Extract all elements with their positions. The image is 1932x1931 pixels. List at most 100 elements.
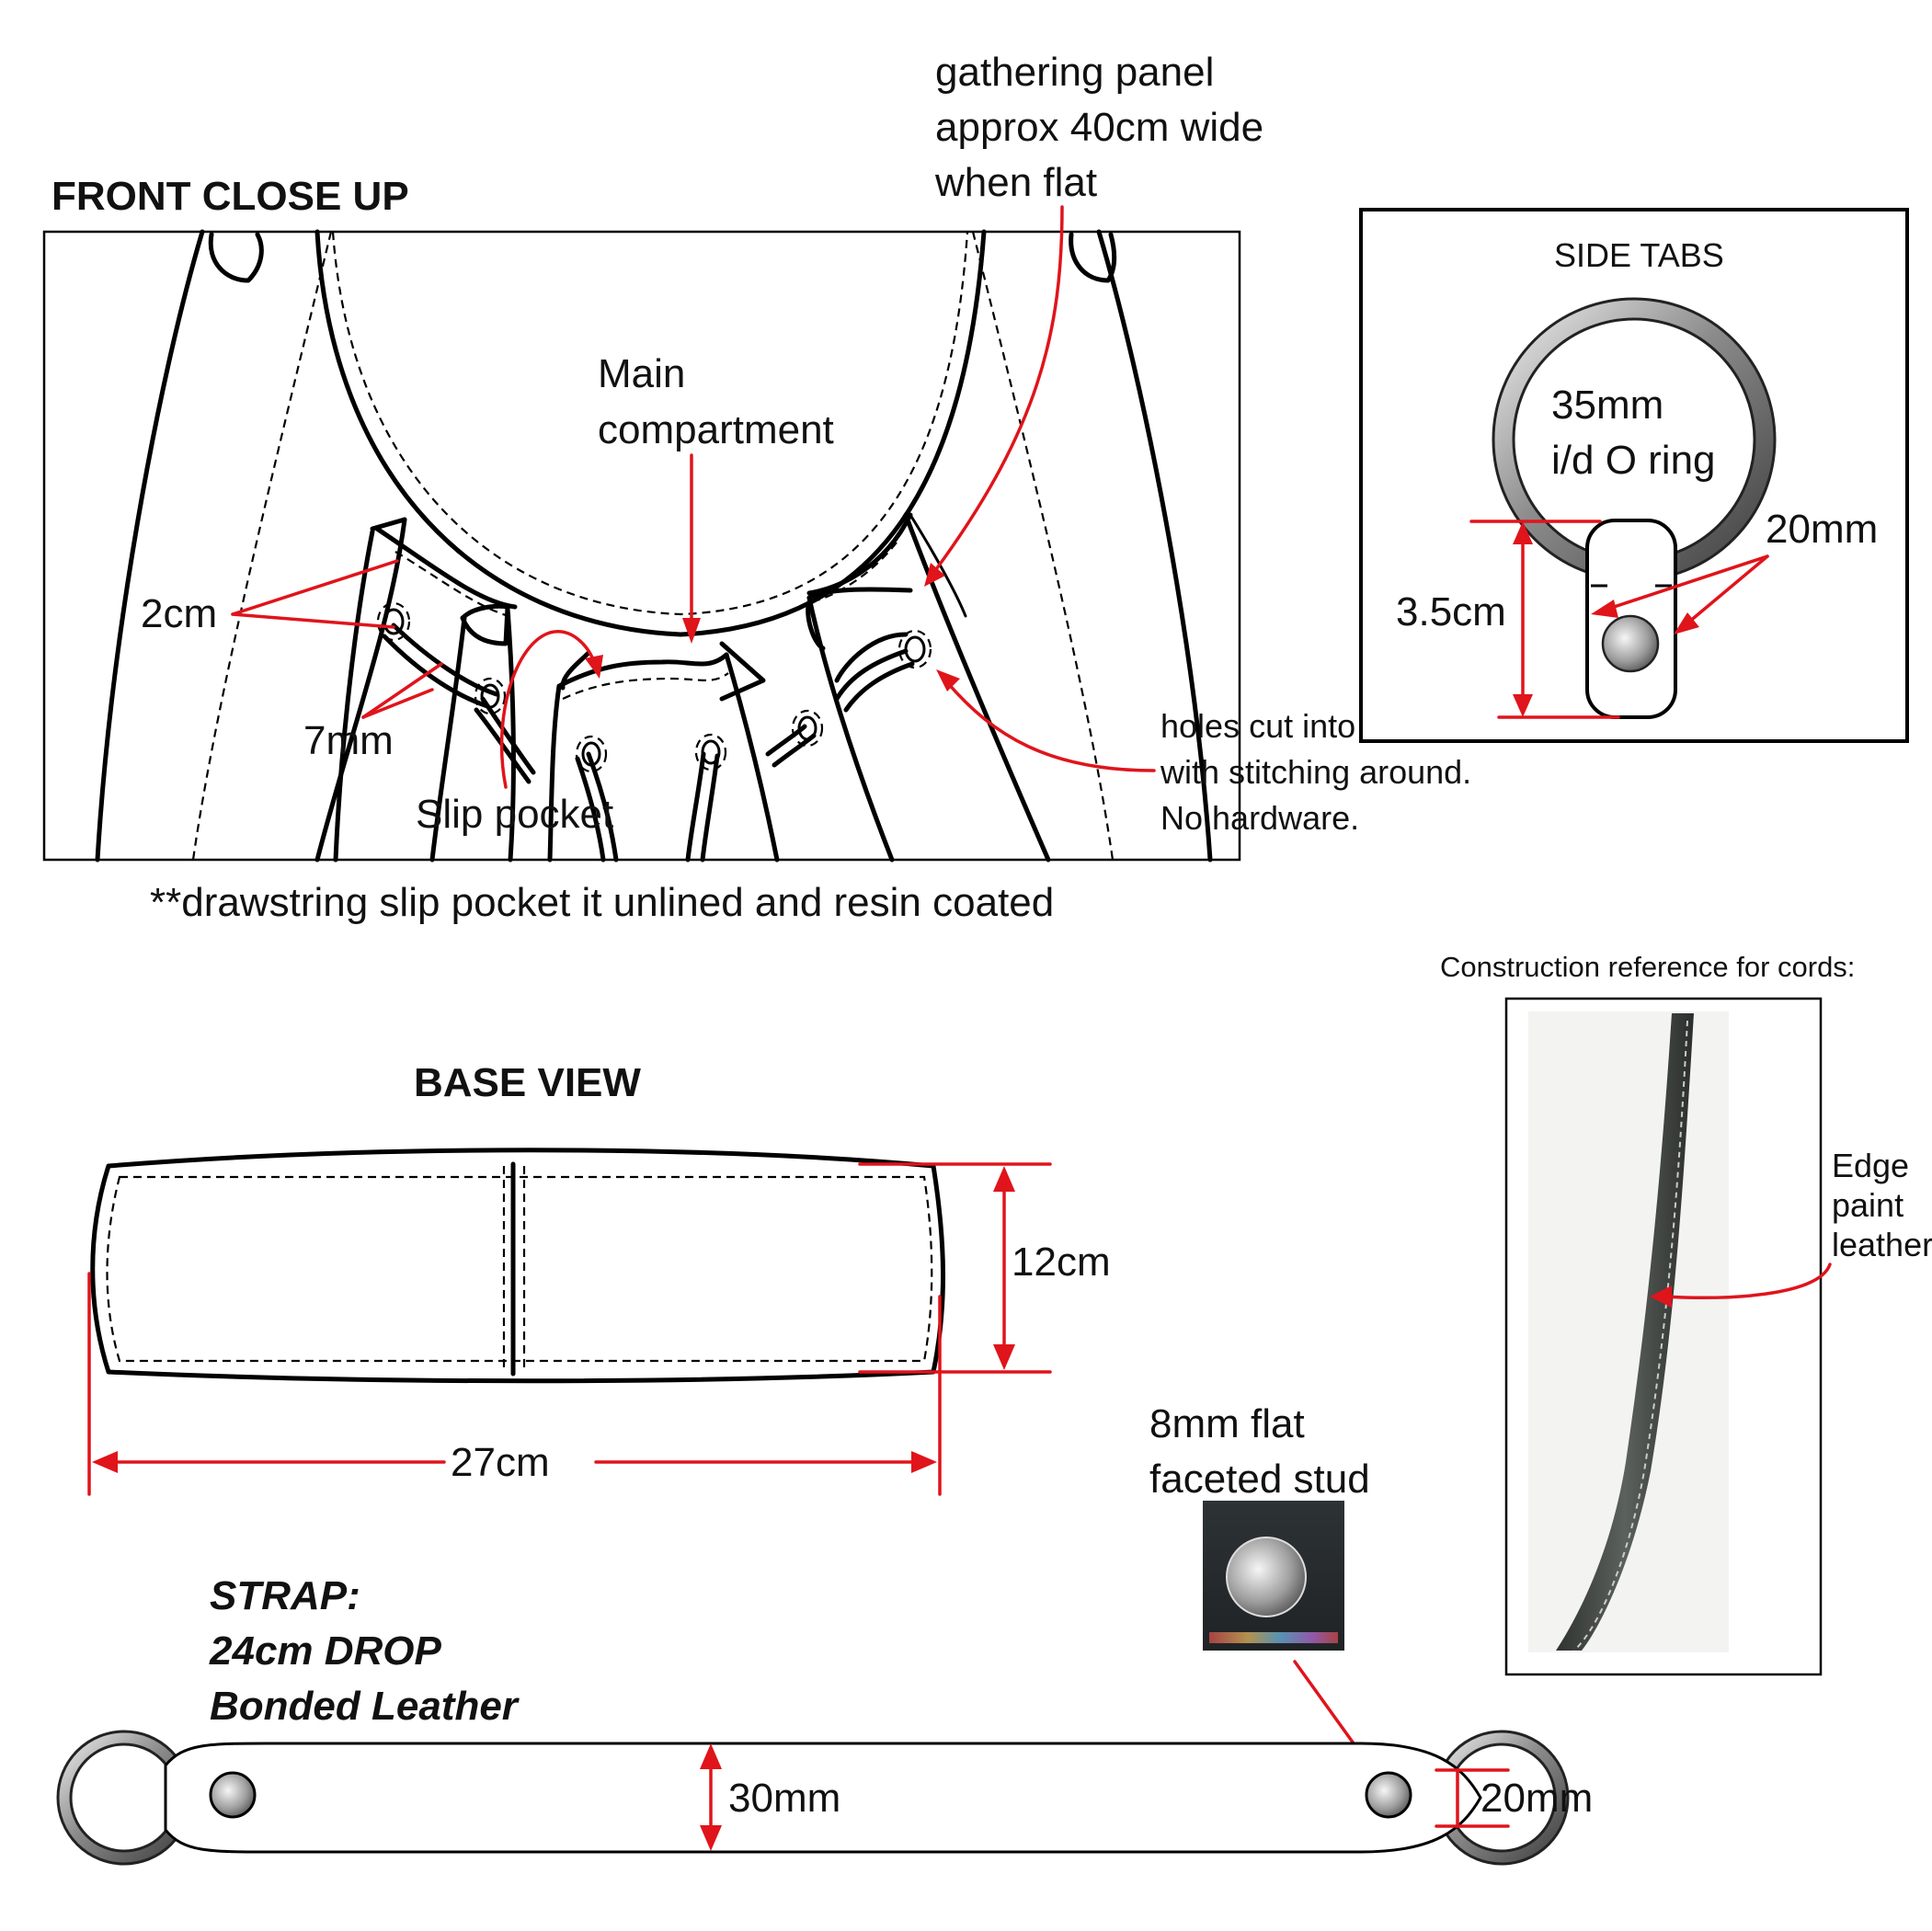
base-view-section: BASE VIEW 12cm 27cm xyxy=(87,1060,1111,1496)
gathering-panel-label-1: gathering panel xyxy=(935,50,1214,95)
front-frame xyxy=(42,230,1241,862)
cord-right-a xyxy=(765,724,807,757)
main-compartment-outline xyxy=(314,229,987,637)
arrow-slip-pocket xyxy=(499,630,598,789)
cord-left-bottom xyxy=(382,634,490,709)
side-tabs-heading: SIDE TABS xyxy=(1554,236,1724,274)
dim-12cm-arrow-up xyxy=(993,1166,1015,1192)
slip-pocket-top-stitch xyxy=(562,672,729,700)
slip-pocket-left-fold xyxy=(560,650,591,691)
main-compartment-label-1: Main xyxy=(598,351,685,396)
panel-right-curl xyxy=(806,600,826,651)
edge-paint-label-1: Edge xyxy=(1832,1147,1909,1184)
collar-right-top xyxy=(806,512,913,596)
strap-ring-left-inner xyxy=(69,1742,179,1853)
slip-pocket-right xyxy=(724,652,780,863)
eyelet-mid-1-stitch xyxy=(575,735,608,773)
arrow-holes xyxy=(945,680,1156,772)
holes-note-2: with stitching around. xyxy=(1160,753,1471,791)
arrowhead-slip-pocket xyxy=(585,655,603,679)
eyelet-right-2-stitch xyxy=(897,629,932,669)
arrow-20mm-mark xyxy=(1598,554,1769,613)
eyelet-right-1 xyxy=(797,715,817,741)
stud-photo-disc xyxy=(1226,1537,1307,1617)
dim-30mm-arrow-down xyxy=(700,1825,722,1851)
cord-mid-b xyxy=(575,756,606,863)
arrow-gathering-panel xyxy=(927,205,1064,581)
panel-right-pleat xyxy=(909,513,967,618)
slip-left-side xyxy=(429,615,467,863)
holes-note-3: No hardware. xyxy=(1160,799,1359,837)
arrow-7mm-lower xyxy=(361,688,434,719)
panel-right-curve xyxy=(834,632,909,683)
front-close-up-section: FRONT CLOSE UP xyxy=(42,50,1473,925)
tab-label-20mm: 20mm xyxy=(1766,507,1878,552)
eyelet-left-2 xyxy=(480,683,500,709)
ring-label-1: 35mm xyxy=(1551,383,1663,428)
gathering-panel-label-2: approx 40cm wide xyxy=(935,105,1263,150)
stud-label-2: faceted stud xyxy=(1149,1457,1370,1502)
eyelet-right-1-stitch xyxy=(791,709,824,748)
dim-27cm-arrow-right xyxy=(911,1451,937,1473)
strap-left-stitch xyxy=(191,231,333,861)
cord-photo-stitch xyxy=(1573,1020,1688,1651)
stud-label-1: 8mm flat xyxy=(1149,1401,1305,1446)
edge-paint-label-3: leather xyxy=(1832,1226,1932,1263)
strap-stud-right xyxy=(1365,1771,1412,1819)
arrow-edge-paint xyxy=(1661,1263,1832,1299)
ring-label-2: i/d O ring xyxy=(1551,438,1716,483)
arrowhead-20mm-mark xyxy=(1591,600,1618,618)
slip-pocket-right-fold xyxy=(719,641,766,702)
dim-27cm-arrow-left xyxy=(92,1451,118,1473)
label-12cm: 12cm xyxy=(1012,1240,1111,1285)
collar-left-top xyxy=(374,526,518,610)
slip-pocket-left xyxy=(547,683,562,863)
strap-heading-3: Bonded Leather xyxy=(210,1684,520,1729)
eyelet-left-1-stitch xyxy=(376,601,411,642)
base-outline xyxy=(90,1148,945,1384)
base-stitch xyxy=(106,1175,933,1363)
arrowhead-gathering-panel xyxy=(924,563,945,587)
strap-body xyxy=(164,1742,1482,1854)
cord-right2-a xyxy=(834,648,909,702)
strap-section: STRAP: 24cm DROP Bonded Leather 30mm 20m… xyxy=(56,1573,1593,1866)
stud-section: 8mm flat faceted stud xyxy=(1149,1401,1381,1781)
strap-right-outer xyxy=(1096,229,1213,863)
tab-stud xyxy=(1601,614,1660,673)
label-27cm: 27cm xyxy=(451,1440,550,1485)
panel-right-fold xyxy=(806,595,895,863)
main-compartment-label-2: compartment xyxy=(598,407,834,452)
strap-right-stitch xyxy=(971,231,1115,861)
strap-stud-left xyxy=(209,1771,257,1819)
main-compartment-stitch xyxy=(331,231,969,616)
arrow-20mm-stud xyxy=(1681,554,1769,629)
arrowhead-edge-paint xyxy=(1650,1285,1672,1308)
eyelet-left-2-stitch xyxy=(474,677,507,715)
dim-30mm-arrow-up xyxy=(700,1743,722,1769)
cord-reference-section: Construction reference for cords: Edge p… xyxy=(1440,951,1932,1676)
arrowhead-holes xyxy=(936,669,960,691)
side-tabs-section: SIDE TABS 35mm i/d O ring 20mm 3.5cm xyxy=(1359,208,1909,743)
slip-pocket-label: Slip pocket xyxy=(416,792,613,837)
collar-right-stitch xyxy=(808,542,897,604)
cord-photo-leather xyxy=(1556,1013,1694,1651)
cords-photo xyxy=(1528,1011,1729,1652)
eyelet-left-1 xyxy=(383,608,405,635)
arrowhead-20mm-stud xyxy=(1674,612,1699,634)
tab-label-3-5cm: 3.5cm xyxy=(1396,589,1506,634)
stud-photo-reflection xyxy=(1209,1632,1338,1643)
gathering-panel-label-3: when flat xyxy=(934,160,1097,205)
arrow-7mm-upper xyxy=(361,662,443,719)
strap-left-outer xyxy=(95,229,205,863)
dim-tab-arrow-down xyxy=(1513,694,1533,717)
cord-right2-b xyxy=(843,661,915,713)
label-7mm: 7mm xyxy=(303,718,394,763)
strap-label-30mm: 30mm xyxy=(728,1776,840,1821)
strap-right-tab xyxy=(1069,232,1117,283)
cords-heading: Construction reference for cords: xyxy=(1440,951,1855,983)
eyelet-right-2 xyxy=(904,635,926,663)
panel-right-edge xyxy=(903,512,1051,863)
front-close-up-heading: FRONT CLOSE UP xyxy=(51,174,409,219)
strap-left-tab xyxy=(208,232,264,283)
